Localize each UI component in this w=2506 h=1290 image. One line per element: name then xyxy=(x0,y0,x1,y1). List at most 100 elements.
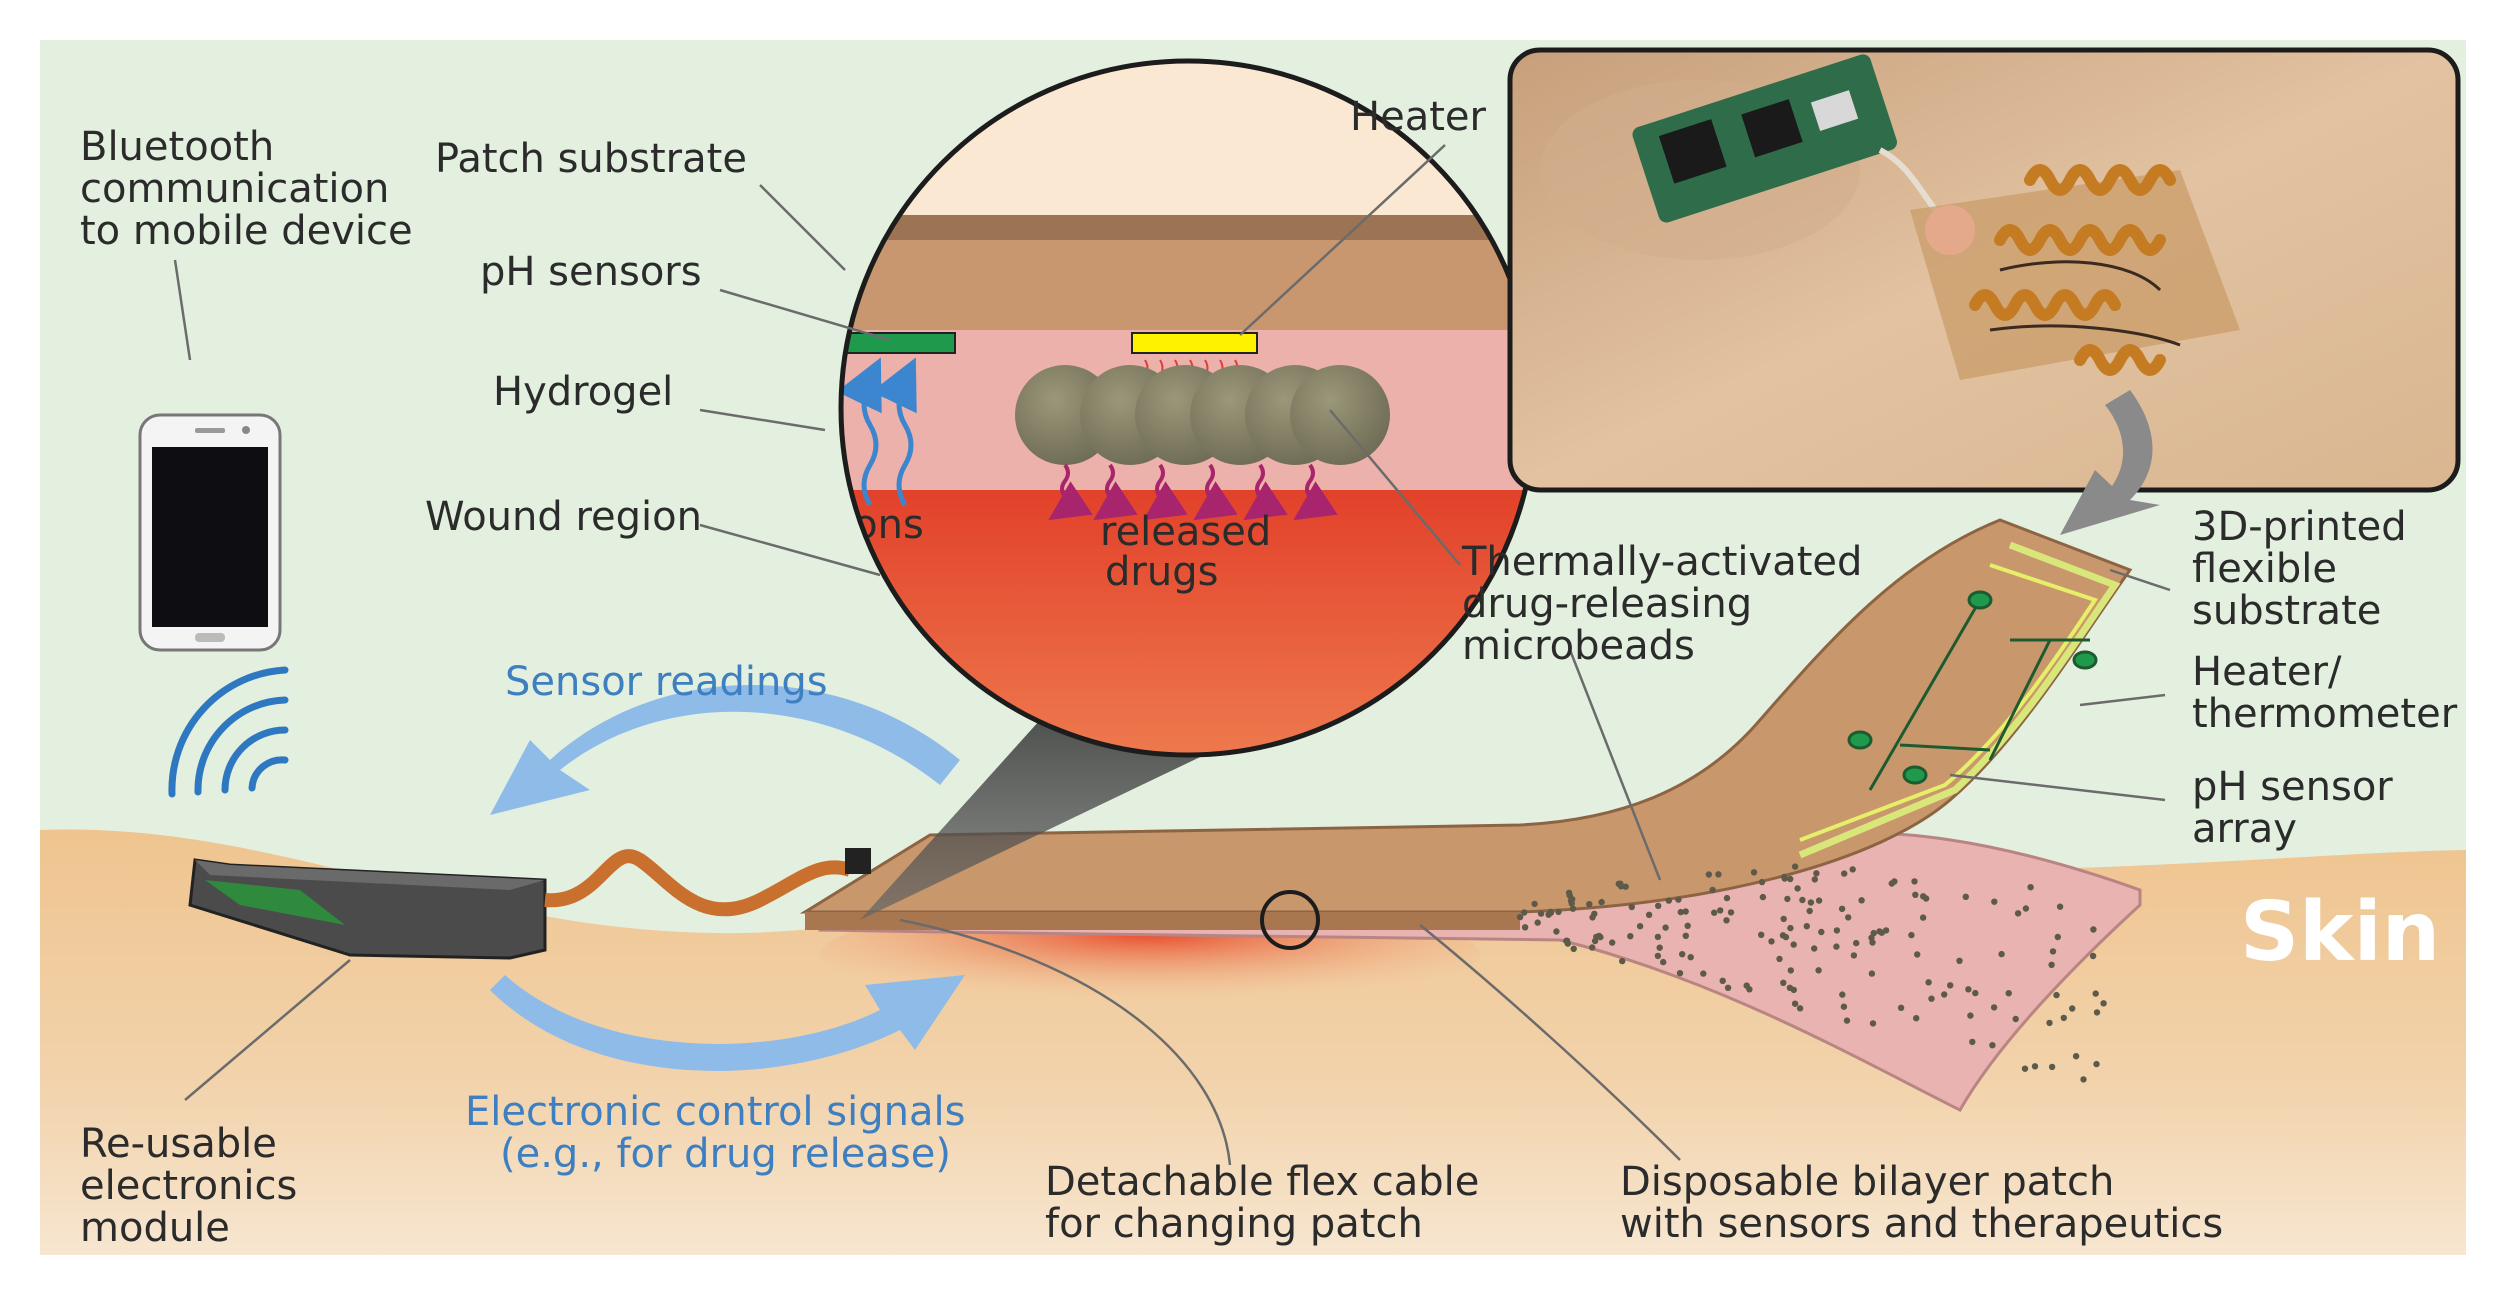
microbead-dot xyxy=(1709,886,1716,894)
ph-sensor-block xyxy=(841,332,956,354)
svg-text:3D-printed: 3D-printed xyxy=(2192,504,2407,550)
microbead-dot xyxy=(1941,991,1948,998)
microbead-dot xyxy=(1723,917,1730,924)
flex-cable xyxy=(544,849,853,917)
microbead-dot xyxy=(1791,1000,1799,1007)
microbead-dot xyxy=(1787,924,1794,932)
microbead-dot xyxy=(2072,1053,2080,1060)
sensor-readings-arrow xyxy=(490,685,960,815)
microbead-dot xyxy=(2012,1015,2019,1023)
released-drugs-label-2: drugs xyxy=(1105,549,1218,595)
microbead-dot xyxy=(1811,876,1819,883)
microbead-dot xyxy=(1675,896,1682,903)
microbead-dot xyxy=(1849,866,1856,873)
svg-text:thermometer: thermometer xyxy=(2192,691,2458,737)
microbead-dot xyxy=(2014,910,2022,917)
patch-edge xyxy=(805,912,1520,930)
microbead-dot xyxy=(1839,991,1846,998)
microbead-dot xyxy=(2005,990,2012,997)
microbead-dot xyxy=(1841,870,1848,877)
svg-text:electronics: electronics xyxy=(80,1163,297,1209)
microbead-dot xyxy=(1609,939,1616,946)
microbead-dot xyxy=(2048,1063,2056,1071)
svg-text:Detachable flex cable: Detachable flex cable xyxy=(1045,1159,1479,1205)
microbead-dot xyxy=(1677,908,1685,916)
microbead-dot xyxy=(1682,932,1690,939)
photo-to-patch-arrow xyxy=(2060,390,2160,535)
microbead-dot xyxy=(1989,1042,1996,1049)
microbead-dot xyxy=(2046,1019,2053,1027)
label-bilayer-patch: Disposable bilayer patch with sensors an… xyxy=(1620,1159,2223,1247)
svg-text:Bluetooth: Bluetooth xyxy=(80,124,274,170)
microbead-dot xyxy=(1780,979,1787,986)
microbead-dot xyxy=(1711,909,1718,916)
microbead-dot xyxy=(1660,958,1667,966)
microbead-dot xyxy=(1628,903,1636,911)
microbead-dot xyxy=(1516,913,1524,921)
microbead-dot xyxy=(1521,909,1528,916)
microbead-dot xyxy=(1843,1017,1851,1024)
microbead-dot xyxy=(1876,928,1883,935)
microbead-dot xyxy=(1786,984,1794,991)
microbead-dot xyxy=(1790,941,1797,948)
svg-text:with sensors and therapeutics: with sensors and therapeutics xyxy=(1620,1201,2223,1247)
electronics-module xyxy=(188,858,547,960)
microbead-dot xyxy=(1569,905,1577,912)
microbead-dot xyxy=(2056,903,2064,910)
microbead-dot xyxy=(1911,878,1918,885)
microbead-dot xyxy=(1595,932,1603,940)
microbead-dot xyxy=(1818,928,1825,936)
microbead-dot xyxy=(1998,950,2005,958)
microbead-dot xyxy=(1619,957,1626,965)
svg-text:Disposable bilayer patch: Disposable bilayer patch xyxy=(1620,1159,2114,1205)
microbead-dot xyxy=(1803,923,1811,930)
microbead-dot xyxy=(1781,875,1788,882)
microbead-dot xyxy=(1591,910,1598,917)
microbead-dot xyxy=(1758,878,1766,886)
svg-text:module: module xyxy=(80,1205,230,1251)
microbead-dot xyxy=(1724,984,1732,991)
microbead-dot xyxy=(1969,1038,1976,1046)
microbead-dot xyxy=(1700,970,1707,977)
microbead-dot xyxy=(1715,871,1722,878)
svg-text:for changing patch: for changing patch xyxy=(1045,1201,1423,1247)
microbead-dot xyxy=(1617,880,1624,887)
microbead-dot xyxy=(2060,1014,2067,1022)
microbead-dot xyxy=(1956,957,1963,964)
drug-arrows xyxy=(1048,463,1338,521)
svg-text:drug-releasing: drug-releasing xyxy=(1462,581,1752,627)
label-sensor-readings: Sensor readings xyxy=(505,659,828,705)
microbeads xyxy=(1015,365,1390,465)
label-printed-substrate: 3D-printed flexible substrate xyxy=(2192,504,2407,634)
microbead-dot xyxy=(1589,944,1596,951)
svg-text:flexible: flexible xyxy=(2192,546,2337,592)
microbead-dot xyxy=(1656,944,1663,951)
microbead-dot xyxy=(1813,870,1820,877)
microbead-dot xyxy=(1794,885,1801,892)
microbead-dot xyxy=(1845,914,1852,921)
microbead-dot xyxy=(2049,948,2057,955)
svg-text:Re-usable: Re-usable xyxy=(80,1121,277,1167)
microbead-dot xyxy=(1869,939,1876,946)
microbead-dot xyxy=(1687,954,1694,961)
microbead-dot xyxy=(2069,1005,2076,1012)
microbead-dot xyxy=(1598,898,1605,906)
label-module: Re-usable electronics module xyxy=(80,1121,297,1251)
leader-lines xyxy=(173,144,2171,1166)
microbead-dot xyxy=(1684,922,1691,929)
microbead-dot xyxy=(1779,932,1787,939)
svg-text:array: array xyxy=(2192,806,2297,852)
microbead-dot xyxy=(1586,901,1593,908)
zoom-source-circle xyxy=(1260,890,1320,950)
label-patch-substrate: Patch substrate xyxy=(435,136,747,182)
microbead-dot xyxy=(2089,952,2097,960)
microbead-dot xyxy=(1806,907,1813,915)
microbead-dot xyxy=(1627,933,1634,940)
label-wound-region: Wound region xyxy=(425,494,702,540)
microbead-dot xyxy=(1972,989,1979,997)
microbead-dot xyxy=(1853,939,1860,947)
microbead-dot xyxy=(1665,897,1673,904)
microbead-dot xyxy=(2090,926,2097,933)
svg-text:to mobile device: to mobile device xyxy=(80,208,413,254)
microbead-dot xyxy=(1662,924,1669,931)
